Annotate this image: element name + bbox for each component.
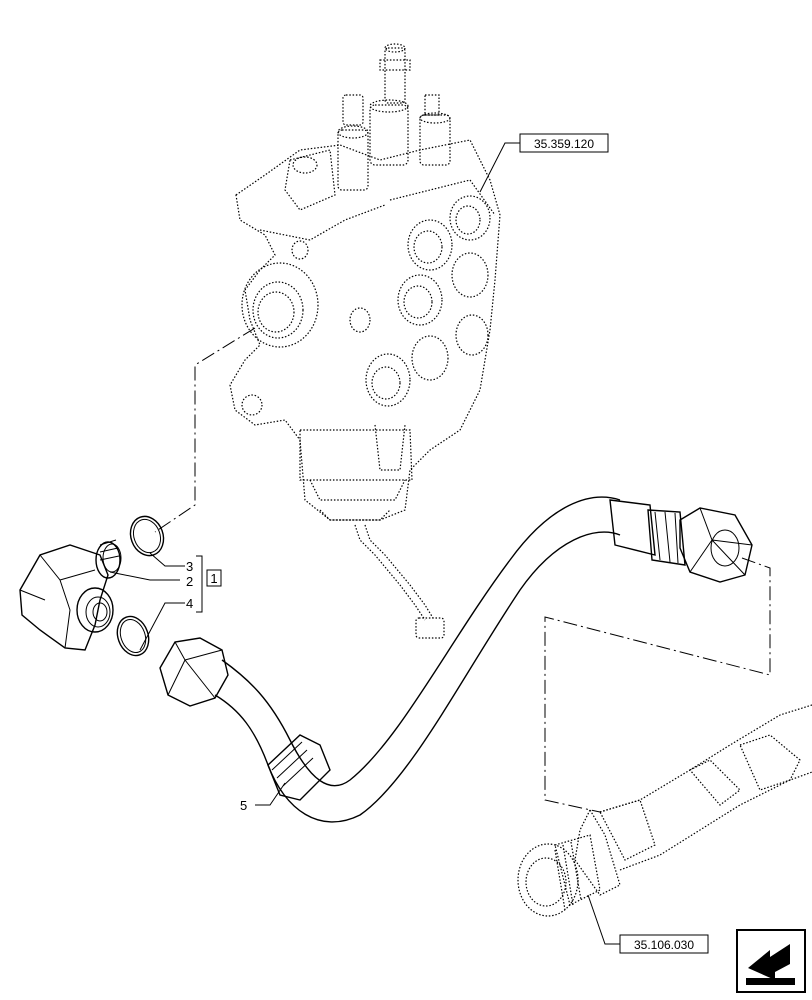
elbow-fitting (19, 539, 122, 651)
return-arrow-icon[interactable] (736, 929, 806, 993)
ref-control-valve-label: 35.359.120 (534, 137, 594, 151)
callout-5: 5 (240, 798, 247, 813)
callout-leaders (109, 142, 620, 945)
hydraulic-line (517, 704, 812, 917)
hose-assembly (159, 496, 753, 823)
callout-1-box: 1 (206, 569, 222, 587)
ref-box-control-valve[interactable]: 35.359.120 (519, 133, 609, 153)
ref-box-hydraulic-line[interactable]: 35.106.030 (619, 934, 709, 954)
callout-2: 2 (186, 574, 193, 589)
control-valve (229, 43, 501, 639)
callout-1: 1 (210, 571, 217, 586)
o-ring-lower (116, 615, 150, 657)
callout-3: 3 (186, 559, 193, 574)
o-ring-upper (129, 515, 165, 557)
ref-hydraulic-line-label: 35.106.030 (634, 938, 694, 952)
center-lines (154, 327, 771, 813)
callout-4: 4 (186, 596, 193, 611)
